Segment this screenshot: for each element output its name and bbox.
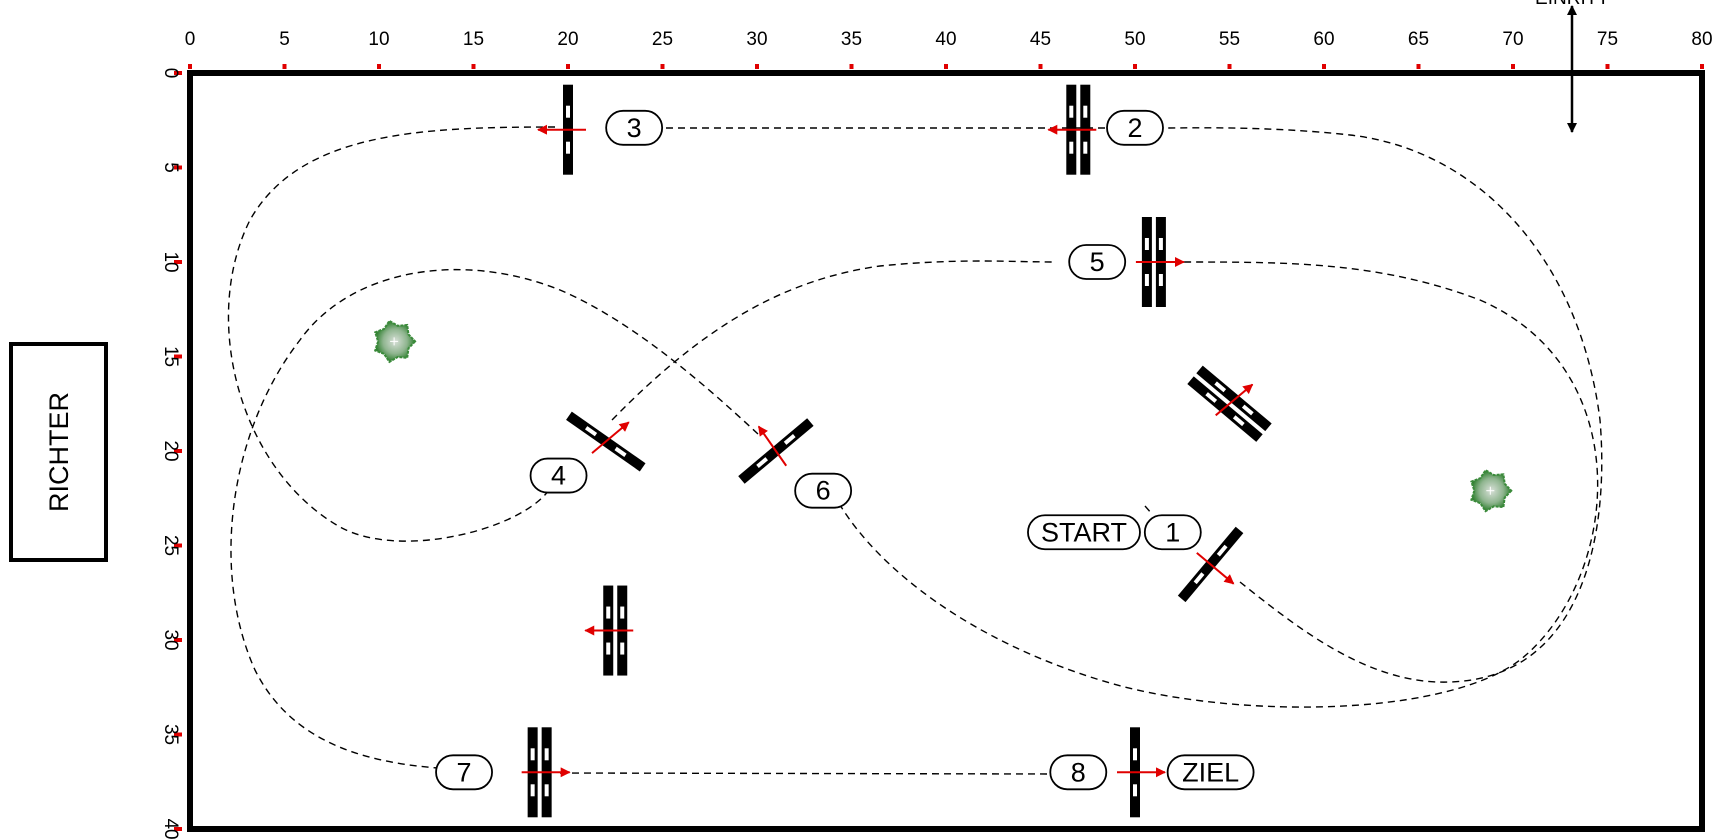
label-ziel: ZIEL xyxy=(1166,754,1255,791)
judge-label: RICHTER xyxy=(44,392,74,512)
label-1: 1 xyxy=(1143,514,1202,551)
obstacles xyxy=(521,84,1272,818)
svg-text:START: START xyxy=(1041,517,1127,547)
svg-text:5: 5 xyxy=(1090,247,1105,277)
x-tick-label: 80 xyxy=(1691,29,1712,50)
x-tick-label: 20 xyxy=(557,29,578,50)
arena-border xyxy=(187,70,1705,832)
x-tick-label: 30 xyxy=(746,29,767,50)
svg-text:8: 8 xyxy=(1071,757,1086,787)
label-2: 2 xyxy=(1106,109,1164,146)
x-tick-label: 55 xyxy=(1219,29,1240,50)
svg-text:6: 6 xyxy=(816,476,831,506)
x-tick-label: 60 xyxy=(1313,29,1334,50)
x-tick-label: 10 xyxy=(368,29,389,50)
y-tick-label: 20 xyxy=(160,440,181,461)
entry-marker: EINRITT xyxy=(1535,0,1609,133)
judge-box: RICHTER xyxy=(9,342,108,562)
x-tick-label: 50 xyxy=(1124,29,1145,50)
path-6-to-7-loop xyxy=(230,268,759,769)
entry-label: EINRITT xyxy=(1535,0,1609,9)
path-3-to-4-loop xyxy=(227,126,556,542)
x-tick-label: 45 xyxy=(1030,29,1051,50)
svg-text:3: 3 xyxy=(627,113,642,143)
x-tick-label: 5 xyxy=(279,29,290,50)
direction-arrow xyxy=(1215,383,1254,417)
path-7-to-8 xyxy=(559,772,1049,775)
y-tick-label: 15 xyxy=(160,346,181,367)
tree-decorations xyxy=(373,319,1513,513)
riding-path xyxy=(227,126,1603,775)
direction-arrow xyxy=(1196,552,1235,585)
obstacle-bank xyxy=(1187,365,1272,442)
y-tick-label: 10 xyxy=(160,251,181,272)
svg-text:ZIEL: ZIEL xyxy=(1182,757,1239,787)
svg-text:1: 1 xyxy=(1165,517,1180,547)
y-tick-label: 35 xyxy=(160,724,181,745)
y-tick-label: 30 xyxy=(160,629,181,650)
svg-text:2: 2 xyxy=(1127,113,1142,143)
x-tick-label: 75 xyxy=(1597,29,1618,50)
label-4: 4 xyxy=(529,457,588,494)
y-tick-label: 40 xyxy=(160,818,181,839)
label-8: 8 xyxy=(1049,754,1108,791)
y-axis-ruler: 0 5 10 15 20 25 30 35 40 xyxy=(160,68,182,840)
tree-icon xyxy=(373,319,417,364)
x-tick-label: 40 xyxy=(935,29,956,50)
path-4-to-5 xyxy=(611,260,1057,421)
y-tick-label: 0 xyxy=(160,68,181,79)
svg-text:4: 4 xyxy=(551,461,566,491)
path-1-to-2-loop xyxy=(1165,127,1603,683)
x-tick-label: 65 xyxy=(1408,29,1429,50)
label-6: 6 xyxy=(794,472,853,509)
y-tick-label: 25 xyxy=(160,535,181,556)
label-start: START xyxy=(1027,514,1141,551)
x-tick-label: 35 xyxy=(841,29,862,50)
svg-text:7: 7 xyxy=(457,757,472,787)
path-start-to-1 xyxy=(1144,505,1153,515)
path-5-to-6-loop xyxy=(839,261,1599,708)
x-axis-ruler: 0 5 10 15 20 25 30 35 40 45 50 55 60 65 70 75 80 xyxy=(185,29,1713,69)
x-tick-label: 15 xyxy=(463,29,484,50)
y-tick-label: 5 xyxy=(160,162,181,173)
x-tick-label: 25 xyxy=(652,29,673,50)
label-7: 7 xyxy=(435,754,493,791)
x-tick-label: 70 xyxy=(1502,29,1523,50)
direction-arrow xyxy=(591,421,630,454)
tree-icon xyxy=(1470,468,1513,513)
label-5: 5 xyxy=(1068,244,1127,280)
label-3: 3 xyxy=(605,109,664,146)
x-tick-label: 0 xyxy=(185,29,196,50)
direction-arrow xyxy=(757,425,788,467)
